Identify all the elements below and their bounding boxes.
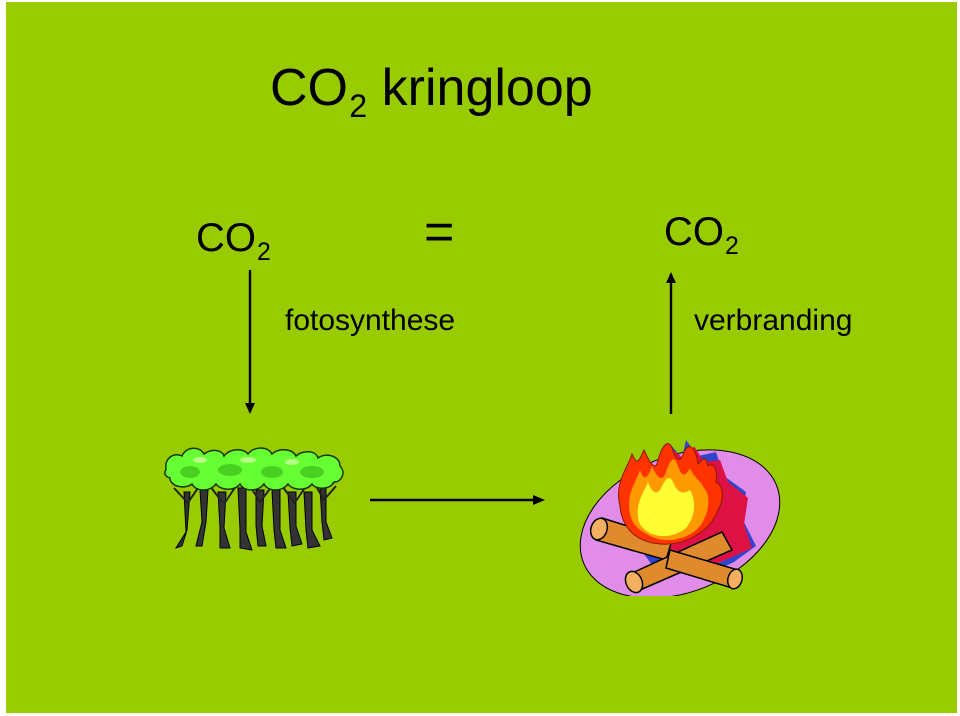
arrow-up-combustion: [666, 272, 676, 414]
combustion-label: verbranding: [694, 304, 853, 337]
title-co: CO: [270, 59, 348, 117]
co2-left-subscript: 2: [256, 239, 271, 267]
co2-right-label: CO2: [664, 210, 739, 259]
photosynthesis-label: fotosynthese: [285, 304, 456, 337]
title-rest: kringloop: [367, 59, 593, 117]
background-panel: [6, 2, 957, 713]
co2-right-subscript: 2: [724, 233, 739, 261]
co2-left-label: CO2: [196, 216, 271, 265]
arrow-down-photosynthesis: [245, 270, 255, 414]
title-subscript: 2: [349, 88, 368, 125]
forest-icon: [164, 447, 344, 551]
arrow-forest-to-fire: [370, 495, 545, 505]
co2-left-main: CO: [196, 216, 256, 260]
campfire-icon: [579, 440, 781, 596]
co2-right-main: CO: [664, 210, 724, 254]
slide-title: CO2 kringloop: [270, 59, 593, 122]
equals-sign: =: [424, 203, 455, 261]
